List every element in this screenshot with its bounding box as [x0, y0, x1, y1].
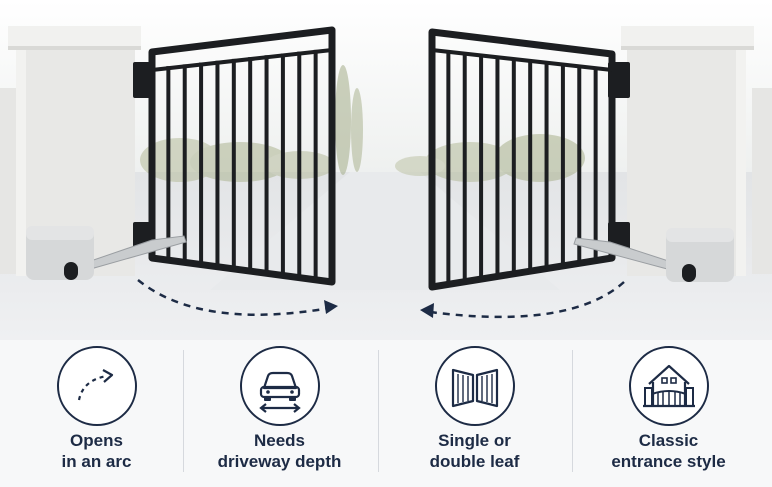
feature-opens-in-arc: Opens in an arc: [0, 340, 193, 487]
car-depth-icon: [239, 346, 320, 426]
feature-title: Needs: [253, 431, 306, 450]
arc-arrow-icon: [56, 346, 137, 426]
feature-row: Opens in an arc Needs: [0, 340, 772, 487]
feature-subtitle: in an arc: [61, 452, 132, 471]
gate-opener-right: [573, 228, 734, 282]
classic-entrance-icon: [628, 346, 709, 426]
feature-subtitle: driveway depth: [217, 452, 342, 471]
wall-right: [752, 88, 772, 274]
feature-title: Single or: [438, 431, 511, 450]
swing-arrowhead-left: [324, 300, 338, 314]
gate-opener-left: [26, 226, 187, 280]
feature-driveway-depth: Needs driveway depth: [183, 340, 376, 487]
swing-arrowhead-right: [420, 303, 434, 318]
feature-subtitle: double leaf: [429, 452, 520, 471]
divider: [378, 350, 379, 472]
feature-single-or-double-leaf: Single or double leaf: [378, 340, 571, 487]
feature-subtitle: entrance style: [611, 452, 726, 471]
double-leaf-icon: [434, 346, 515, 426]
swing-arc-right: [429, 281, 625, 319]
swing-gate-illustration: [0, 0, 772, 340]
wall-left: [0, 88, 20, 274]
gate-leaf-left: [148, 26, 336, 286]
feature-classic-entrance-style: Classic entrance style: [572, 340, 765, 487]
gate-leaf-right: [428, 28, 616, 291]
divider: [183, 350, 184, 472]
swing-arc-left: [137, 279, 331, 316]
divider: [572, 350, 573, 472]
feature-title: Opens: [70, 431, 123, 450]
feature-title: Classic: [638, 431, 699, 450]
